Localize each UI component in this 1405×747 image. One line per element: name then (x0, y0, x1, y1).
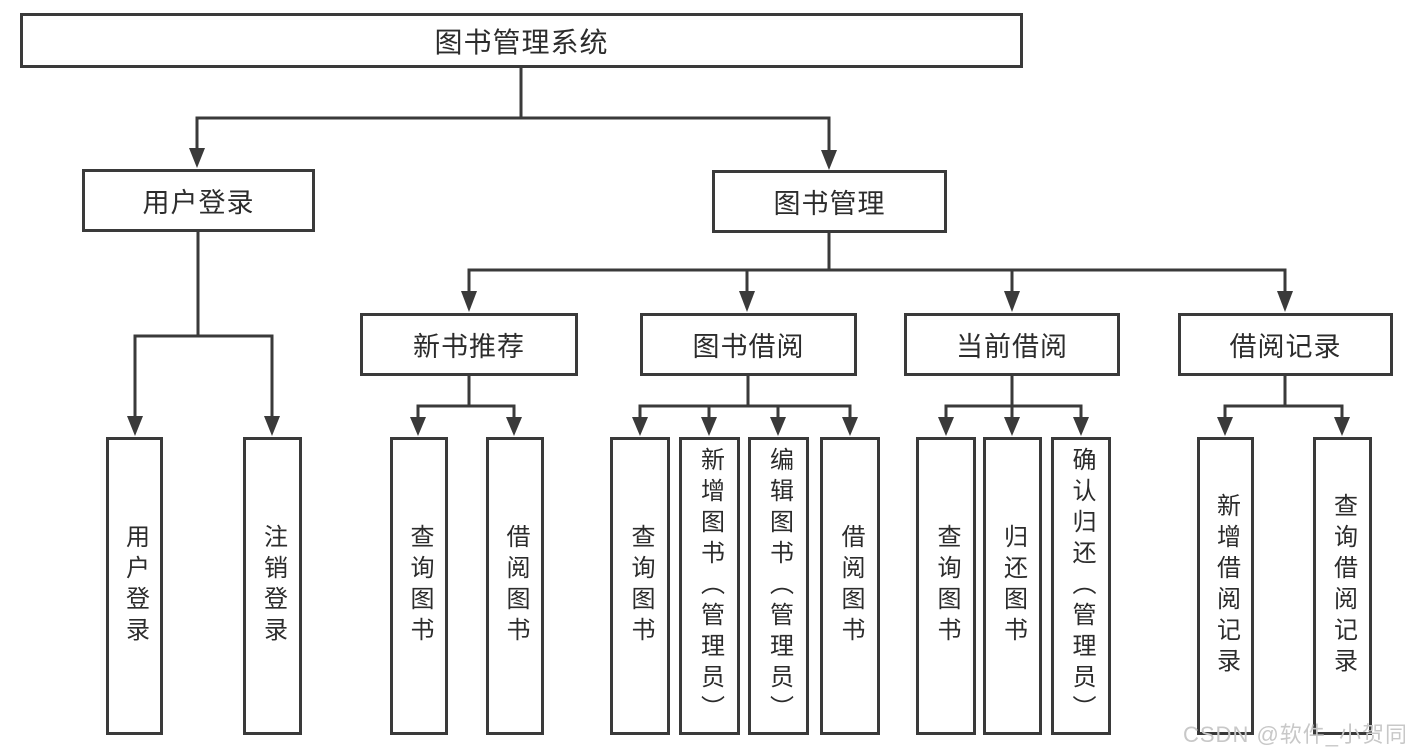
leaf-borrow-books-recommend: 借阅图书 (486, 437, 544, 735)
node-current-borrow: 当前借阅 (904, 313, 1120, 376)
leaf-query-borrow-record: 查询借阅记录 (1313, 437, 1372, 735)
node-new-book-recommend: 新书推荐 (360, 313, 578, 376)
node-book-borrow: 图书借阅 (640, 313, 857, 376)
csdn-watermark: CSDN @软件_小贺同学 (1183, 722, 1405, 747)
node-borrow-records: 借阅记录 (1178, 313, 1393, 376)
leaf-add-borrow-record: 新增借阅记录 (1197, 437, 1254, 735)
leaf-logout: 注销登录 (243, 437, 302, 735)
node-user-login: 用户登录 (82, 169, 315, 232)
leaf-query-books-current: 查询图书 (916, 437, 976, 735)
leaf-user-login: 用户登录 (106, 437, 163, 735)
leaf-add-book-admin: 新增图书（管理员） (679, 437, 740, 735)
leaf-return-books: 归还图书 (983, 437, 1042, 735)
leaf-confirm-return-admin: 确认归还（管理员） (1051, 437, 1111, 735)
node-book-management: 图书管理 (712, 170, 947, 233)
leaf-edit-book-admin: 编辑图书（管理员） (748, 437, 809, 735)
leaf-query-books-recommend: 查询图书 (390, 437, 448, 735)
node-library-system: 图书管理系统 (20, 13, 1023, 68)
leaf-query-books-borrow: 查询图书 (610, 437, 670, 735)
leaf-borrow-books: 借阅图书 (820, 437, 880, 735)
